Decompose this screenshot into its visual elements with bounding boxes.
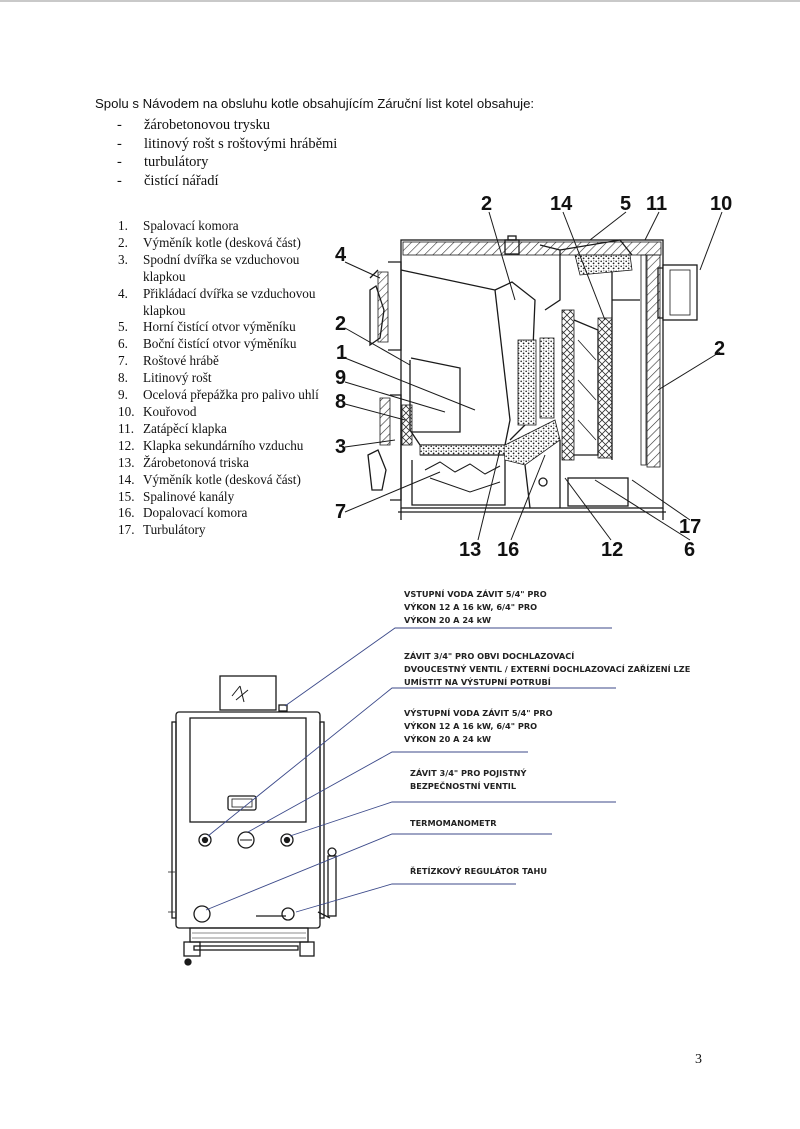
list-item: 16.Dopalovací komora: [118, 505, 248, 521]
annotation-notes: VSTUPNÍ VODA ZÁVIT 5/4" PRO VÝKON 12 A 1…: [404, 588, 690, 876]
accessories-list: žárobetonovou trysku litinový rošt s roš…: [117, 116, 337, 190]
list-item: 10.Kouřovod: [118, 403, 197, 419]
annotation-leaders: [205, 627, 616, 913]
page-number: 3: [695, 1052, 702, 1067]
list-item: turbulátory: [117, 153, 337, 172]
list-item: 7.Roštové hrábě: [118, 353, 219, 369]
callout-numbers: 2 14 5 11 10 4 2 1 9 8 3 2 7 13 16 12 17…: [335, 193, 732, 561]
list-item: 11.Zatápěcí klapka: [118, 420, 227, 436]
list-item: 9.Ocelová přepážka pro palivo uhlí: [118, 387, 319, 403]
callout-2: 2: [714, 338, 725, 360]
note-chain-regulator: ŘETÍZKOVÝ REGULÁTOR TAHU: [410, 865, 547, 876]
parts-legend: 1.Spalovací komora 2.Výměník kotle (desk…: [118, 218, 330, 539]
list-item: 14.Výměník kotle (desková část): [118, 471, 301, 487]
page-top-border: [0, 0, 800, 2]
list-item: 6.Boční čistící otvor výměníku: [118, 336, 297, 352]
list-item: litinový rošt s roštovými hráběmi: [117, 135, 337, 154]
list-item: 12.Klapka sekundárního vzduchu: [118, 437, 304, 453]
note-cooling-1: ZÁVIT 3/4" PRO OBVI DOCHLAZOVACÍ: [404, 650, 574, 661]
callout-4: 4: [335, 244, 347, 266]
callout-6: 6: [684, 539, 695, 561]
list-item: 13.Žárobetonová triska: [118, 454, 249, 470]
callout-14: 14: [550, 193, 573, 215]
note-inlet-1: VSTUPNÍ VODA ZÁVIT 5/4" PRO: [404, 588, 547, 599]
callout-11: 11: [646, 193, 667, 215]
note-inlet-2: VÝKON 12 A 16 kW, 6/4" PRO: [404, 601, 537, 612]
note-safety-1: ZÁVIT 3/4" PRO POJISTNÝ: [410, 767, 528, 778]
note-outlet-1: VÝSTUPNÍ VODA ZÁVIT 5/4" PRO: [404, 707, 553, 718]
note-outlet-3: VÝKON 20 A 24 kW: [404, 733, 491, 744]
list-item: žárobetonovou trysku: [117, 116, 337, 135]
callout-12: 12: [601, 539, 623, 561]
list-item: 1.Spalovací komora: [118, 218, 239, 233]
callout-10: 10: [710, 193, 732, 215]
list-item: 4.Přikládací dvířka se vzduchovou klapko…: [118, 285, 316, 318]
note-outlet-2: VÝKON 12 A 16 kW, 6/4" PRO: [404, 720, 537, 731]
boiler-front-view: [168, 675, 337, 966]
list-item: 2.Výměník kotle (desková část): [118, 234, 301, 250]
callout-9: 9: [335, 367, 346, 389]
note-inlet-3: VÝKON 20 A 24 kW: [404, 614, 491, 625]
callout-17: 17: [679, 516, 701, 538]
callout-1: 1: [336, 342, 347, 364]
callout-13: 13: [459, 539, 481, 561]
note-safety-2: BEZPEČNOSTNÍ VENTIL: [410, 780, 516, 791]
list-item: 17.Turbulátory: [118, 522, 206, 538]
callout-7: 7: [335, 501, 346, 523]
callout-8: 8: [335, 391, 346, 413]
callout-5: 5: [620, 193, 631, 215]
note-cooling-2: DVOUCESTNÝ VENTIL / EXTERNÍ DOCHLAZOVACÍ…: [404, 663, 690, 674]
note-thermomanometer: TERMOMANOMETR: [410, 818, 497, 828]
list-item: 5.Horní čistící otvor výměníku: [118, 319, 296, 335]
list-item: 8.Litinový rošt: [118, 370, 212, 386]
note-cooling-3: UMÍSTIT NA VÝSTUPNÍ POTRUBÍ: [404, 676, 551, 687]
callout-leaders: [344, 211, 723, 541]
callout-3: 3: [335, 436, 346, 458]
callout-2: 2: [335, 313, 346, 335]
list-item: 3.Spodní dvířka se vzduchovou klapkou: [118, 251, 300, 284]
boiler-cross-section: [367, 235, 698, 520]
list-item: čistící nářadí: [117, 172, 337, 191]
callout-16: 16: [497, 539, 519, 561]
callout-2: 2: [481, 193, 492, 215]
list-item: 15.Spalinové kanály: [118, 488, 235, 504]
intro-text: Spolu s Návodem na obsluhu kotle obsahuj…: [95, 96, 535, 111]
